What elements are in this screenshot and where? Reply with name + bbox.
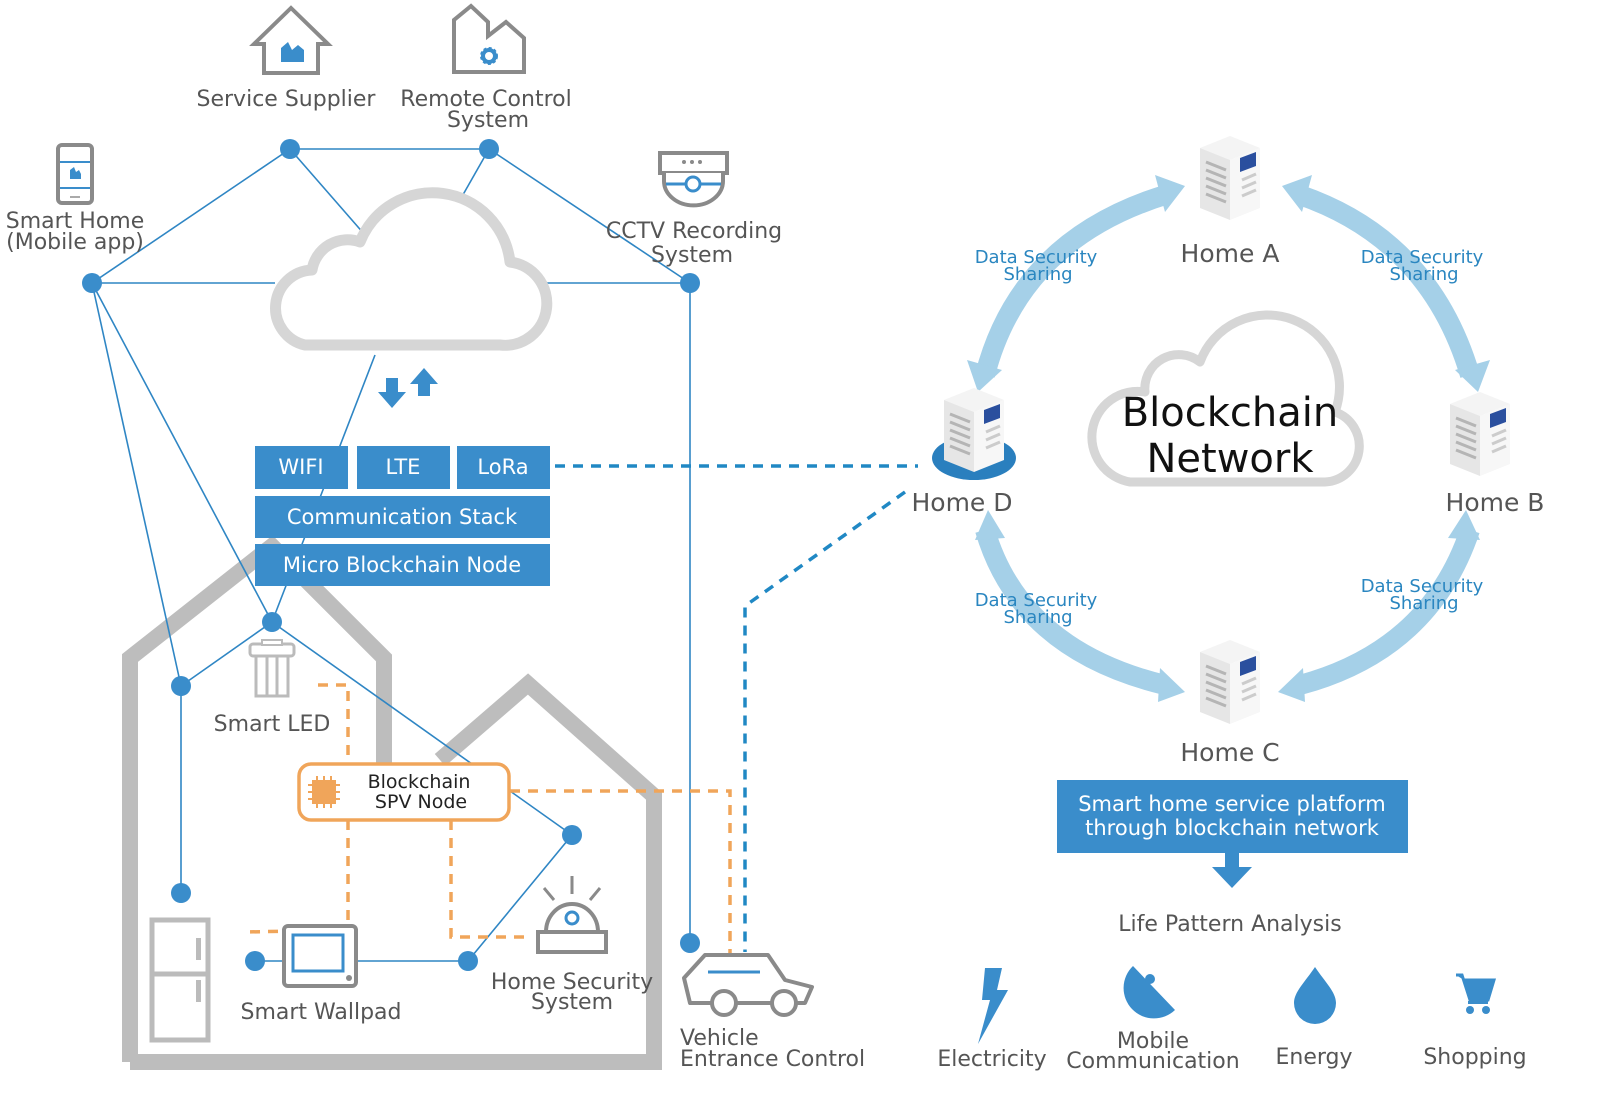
smart-wallpad-label: Smart Wallpad [240,1000,401,1025]
up-down-arrows-icon [378,368,438,408]
blockchain-cloud-icon [1087,310,1364,487]
mobile-app-label-1: Smart Home [6,209,145,234]
home-d-label: Home D [911,488,1012,517]
vehicle-label-1: Vehicle [680,1026,759,1051]
led-bulb-icon [248,639,296,698]
service-mobile-label-1: Mobile [1117,1029,1189,1054]
node-vehicle [680,933,700,953]
svg-text:through blockchain network: through blockchain network [1085,816,1380,840]
blockchain-network-title-2: Network [1146,436,1314,482]
home-b-label: Home B [1446,488,1545,517]
protocol-wifi: WIFI [255,446,348,489]
server-home-d-icon [942,386,1006,474]
protocol-lte: LTE [357,446,450,489]
node-wallpad-right [458,951,478,971]
shopping-cart-icon [1456,973,1497,1014]
server-home-c-icon [1198,638,1262,726]
siren-icon [536,876,608,954]
cctv-camera-icon [658,151,729,208]
svg-text:Communication Stack: Communication Stack [287,505,518,529]
sharing-label-d-c-1: Data Security [975,590,1098,611]
life-pattern-title: Life Pattern Analysis [1118,912,1341,937]
communication-stack-box: Communication Stack [255,496,550,538]
service-energy-label: Energy [1275,1045,1352,1070]
sharing-label-a-b-2: Sharing [1389,264,1458,285]
node-wallpad-left [245,951,265,971]
protocol-lora: LoRa [457,446,550,489]
service-electricity-label: Electricity [937,1047,1046,1072]
service-supplier-label: Service Supplier [197,87,377,112]
sharing-label-b-c-1: Data Security [1361,576,1484,597]
lightning-icon [978,968,1008,1044]
node-cctv [680,273,700,293]
node-remote-control [479,139,499,159]
sharing-label-a-d-2: Sharing [1003,264,1072,285]
cctv-label-1: CCTV Recording [606,219,782,244]
svg-text:LTE: LTE [386,455,421,479]
remote-control-label-1: Remote Control [400,87,571,112]
factory-house-icon [249,5,333,75]
home-security-label-2: System [531,990,613,1015]
spv-node-label-2: SPV Node [375,791,467,813]
car-icon [682,953,814,1017]
home-c-label: Home C [1180,738,1279,767]
service-shopping-label: Shopping [1423,1045,1526,1070]
down-arrow-icon [1212,853,1252,888]
refrigerator-icon [149,917,211,1043]
satellite-dish-icon [1123,966,1175,1019]
server-home-b-icon [1448,390,1512,478]
node-service-supplier [280,139,300,159]
cctv-label-2: System [651,243,733,268]
home-a-label: Home A [1181,239,1280,268]
blockchain-dashed-links [555,464,918,952]
sharing-label-a-d-1: Data Security [975,247,1098,268]
factory-gear-icon [452,3,526,74]
micro-blockchain-node-box: Micro Blockchain Node [255,544,550,586]
svg-text:WIFI: WIFI [278,455,323,479]
svg-text:Micro Blockchain Node: Micro Blockchain Node [283,553,521,577]
water-drop-icon [1294,967,1336,1024]
network-nodes [82,139,700,971]
spv-node-box: Blockchain SPV Node [297,762,511,822]
server-home-a-icon [1198,134,1262,222]
node-led-left [171,676,191,696]
wallpad-icon [282,924,358,988]
sharing-label-a-b-1: Data Security [1361,247,1484,268]
chip-icon [308,776,340,808]
smart-led-label: Smart LED [214,712,331,737]
sharing-label-b-c-2: Sharing [1389,593,1458,614]
node-mobile-app [82,273,102,293]
blockchain-network-title-1: Blockchain [1122,390,1339,436]
node-refrigerator [171,883,191,903]
vehicle-label-2: Entrance Control [680,1047,865,1072]
svg-text:LoRa: LoRa [477,455,528,479]
cloud-icon [270,187,553,351]
node-smart-led [262,612,282,632]
sharing-arrows [967,175,1490,702]
spv-node-label-1: Blockchain [368,771,471,793]
platform-box: Smart home service platform through bloc… [1057,780,1408,853]
smartphone-icon [56,143,94,205]
remote-control-label-2: System [447,108,529,133]
service-mobile-label-2: Communication [1066,1049,1239,1074]
svg-text:Smart home service platform: Smart home service platform [1078,792,1386,816]
mobile-app-label-2: (Mobile app) [6,230,144,255]
node-security-top [562,825,582,845]
home-security-label-1: Home Security [491,970,653,995]
house-outline-small [130,673,662,1070]
sharing-label-d-c-2: Sharing [1003,607,1072,628]
